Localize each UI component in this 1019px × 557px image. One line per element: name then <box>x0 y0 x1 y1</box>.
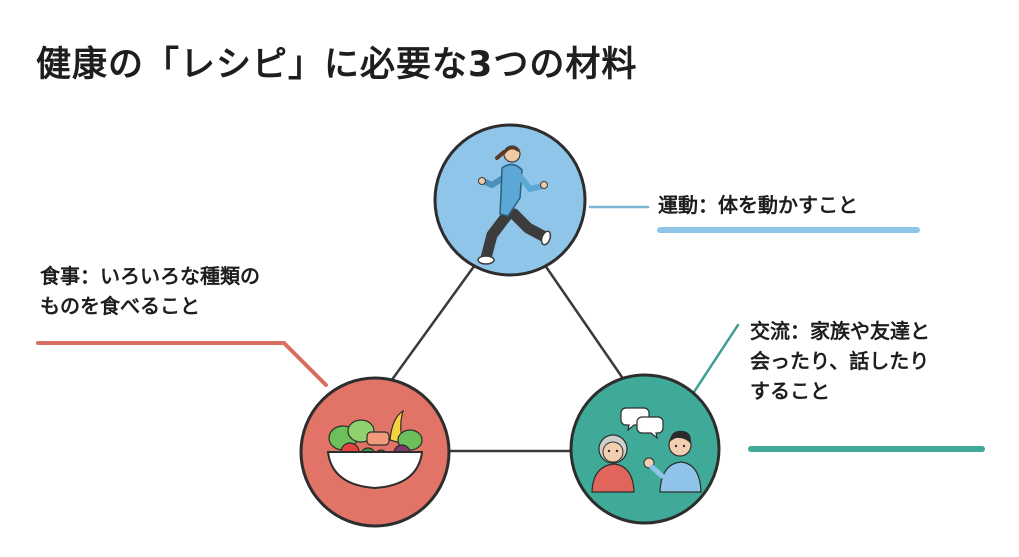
food-leader <box>36 341 328 387</box>
exercise-leader <box>588 205 920 233</box>
exercise-node <box>433 123 587 277</box>
social-node <box>569 373 721 525</box>
connector-exercise-social <box>538 257 626 381</box>
social-leader <box>692 323 985 452</box>
salad-bowl-icon <box>326 409 424 490</box>
social-leader-line <box>692 323 740 394</box>
triangle-connector <box>384 257 626 453</box>
food-underline <box>36 341 328 387</box>
page-title: 健康の「レシピ」に必要な3つの材料 <box>36 45 638 85</box>
exercise-label: 運動：体を動かすこと <box>658 193 858 217</box>
conversation-people-icon <box>591 407 702 493</box>
social-label: 交流：家族や友達と 会ったり、話したり すること <box>750 319 930 403</box>
food-node <box>299 376 451 528</box>
social-circle <box>569 373 721 525</box>
connector-exercise-food <box>384 257 482 389</box>
runner-icon <box>477 145 552 265</box>
food-label: 食事：いろいろな種類の ものを食べること <box>40 264 260 318</box>
